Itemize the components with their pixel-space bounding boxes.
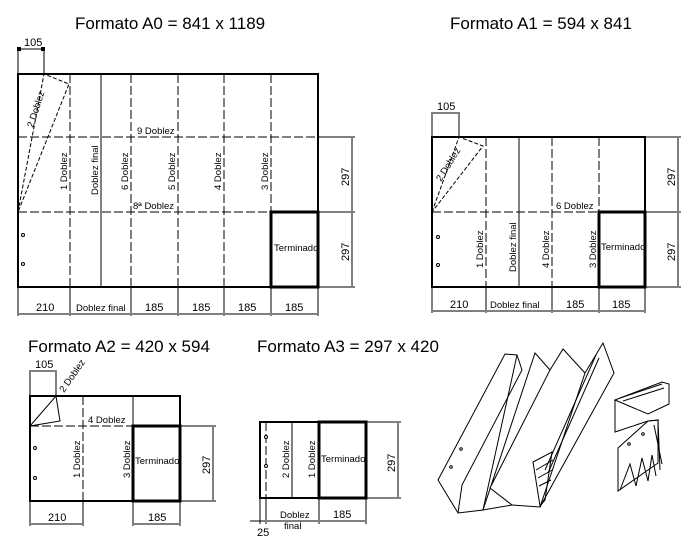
dim-105: 105 [437, 101, 455, 113]
dim-297: 297 [386, 454, 398, 472]
accordion-fold-illustration [437, 341, 615, 514]
label-fold-final: Doblez final [508, 222, 519, 272]
dim-185: 185 [145, 302, 163, 314]
dim-210: 210 [36, 302, 54, 314]
punch-hole [264, 435, 268, 439]
label-fold-3: 3 Doblez [122, 440, 133, 478]
title-a2: Formato A2 = 420 x 594 [28, 337, 210, 356]
format-a3: Formato A3 = 297 x 420 2 Doblez 1 Doblez… [250, 337, 439, 539]
punch-hole [33, 476, 37, 480]
bottom-dimension-lines [250, 498, 367, 524]
label-fold-2: 2 Doblez [25, 90, 47, 129]
bottom-extension-lines [17, 287, 319, 316]
label-finished: Terminado [135, 456, 179, 467]
label-fold-1: 1 Doblez [59, 152, 70, 190]
folds [432, 137, 600, 287]
label-fold-1: 1 Doblez [72, 440, 83, 478]
label-finished: Terminado [321, 454, 365, 465]
dim-final-fold: Doblez [280, 510, 310, 521]
label-fold-1: 1 Doblez [475, 230, 486, 268]
right-dimension-lines [180, 425, 216, 502]
bottom-dimension-lines [29, 501, 181, 526]
flap-dimension [431, 112, 460, 137]
finished-box-a3 [317, 420, 368, 500]
dim-185: 185 [566, 299, 584, 311]
punch-hole [436, 235, 440, 239]
label-fold-final: Doblez final [90, 145, 101, 195]
dim-185: 185 [285, 302, 303, 314]
dim-25: 25 [257, 527, 269, 539]
dim-105: 105 [35, 359, 53, 371]
format-a1: Formato A1 = 594 x 841 105 2 Doblez 6 Do… [431, 14, 681, 313]
horizontal-folds [18, 136, 318, 213]
flap-dimension [29, 370, 57, 396]
dim-105: 105 [24, 37, 42, 49]
title-a3: Formato A3 = 297 x 420 [257, 337, 439, 356]
dim-final-fold: final [284, 521, 301, 532]
corner-fold-triangle [17, 73, 70, 213]
label-fold-4: 4 Doblez [213, 152, 224, 190]
title-a1: Formato A1 = 594 x 841 [450, 14, 632, 33]
title-a0: Formato A0 = 841 x 1189 [75, 14, 265, 33]
dim-210: 210 [48, 512, 66, 524]
right-dimension-lines [318, 136, 355, 288]
label-fold-9: 9 Doblez [137, 126, 175, 137]
punch-hole [33, 446, 37, 450]
label-fold-2: 2 Doblez [434, 146, 463, 184]
right-dimension-lines [366, 421, 401, 499]
format-a0: Formato A0 = 841 x 1189 105 2 Doblez 9 D… [17, 14, 355, 316]
label-fold-3: 3 Doblez [588, 230, 599, 268]
label-finished: Terminado [601, 242, 645, 253]
folds [30, 396, 133, 501]
label-fold-2: 2 Doblez [281, 440, 292, 478]
dim-185: 185 [333, 509, 351, 521]
flap-extension-lines [17, 48, 45, 74]
label-fold-2: 2 Doblez [57, 357, 88, 394]
label-fold-3: 3 Doblez [260, 152, 271, 190]
punch-hole [264, 464, 268, 468]
dim-297: 297 [666, 168, 678, 186]
label-fold-8: 8ª Doblez [133, 201, 174, 212]
sheet-a2 [29, 395, 181, 502]
dim-final-fold: Doblez final [490, 300, 540, 311]
punch-hole [21, 233, 25, 237]
finished-box-a0 [269, 210, 320, 289]
corner-fold-triangle [431, 136, 484, 213]
sheet-a0 [17, 73, 319, 288]
finished-box-a1 [597, 210, 647, 289]
format-a2: Formato A2 = 420 x 594 105 2 Doblez 4 Do… [28, 337, 216, 526]
dim-297: 297 [340, 243, 352, 261]
dim-185: 185 [238, 302, 256, 314]
dim-297: 297 [340, 168, 352, 186]
corner-fold-triangle [28, 394, 61, 427]
punch-hole [436, 263, 440, 267]
dim-297: 297 [201, 456, 213, 474]
dim-210: 210 [450, 299, 468, 311]
label-finished: Terminado [274, 243, 318, 254]
punch-hole [21, 262, 25, 266]
label-fold-1: 1 Doblez [307, 440, 318, 478]
dim-185: 185 [148, 512, 166, 524]
label-fold-5: 5 Doblez [167, 152, 178, 190]
dim-185: 185 [192, 302, 210, 314]
label-fold-4: 4 Doblez [88, 415, 126, 426]
dim-final-fold: Doblez final [76, 303, 126, 314]
label-fold-4: 4 Doblez [541, 230, 552, 268]
dim-185: 185 [612, 299, 630, 311]
finished-box-a2 [131, 424, 182, 503]
finished-booklet-illustration [613, 381, 670, 492]
bottom-dimension-lines [431, 287, 646, 313]
label-fold-6: 6 Doblez [120, 152, 131, 190]
label-fold-6: 6 Doblez [556, 201, 594, 212]
dim-297: 297 [666, 243, 678, 261]
right-dimension-lines [645, 136, 681, 288]
